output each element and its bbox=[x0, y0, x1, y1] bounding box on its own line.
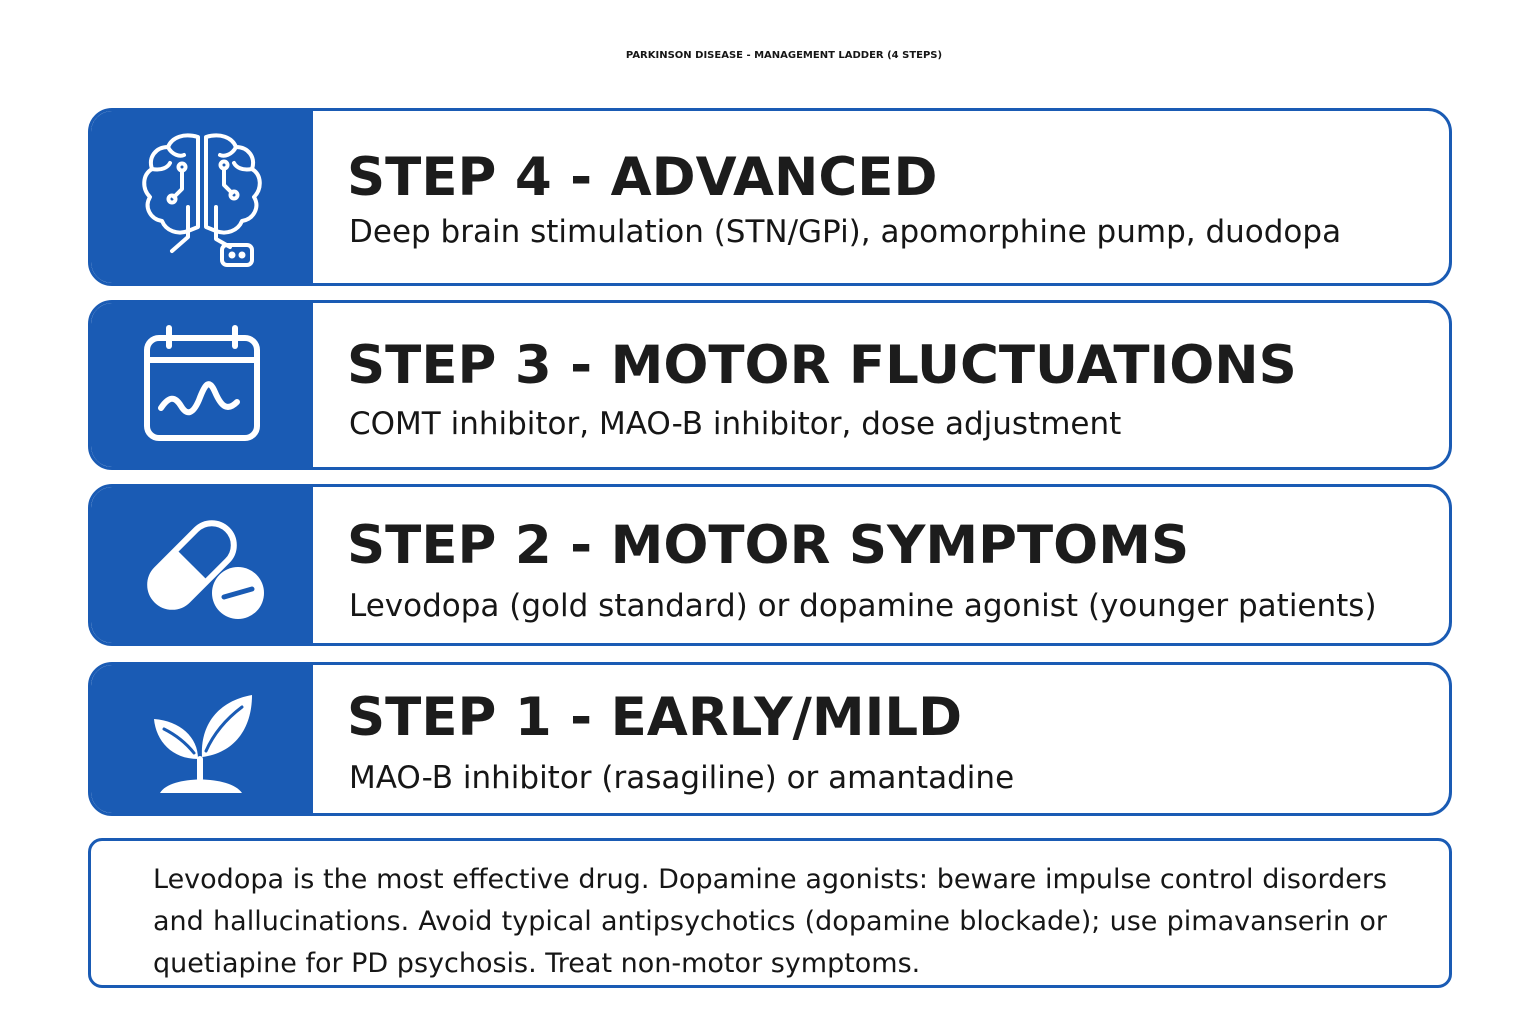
step-icon-panel bbox=[91, 487, 313, 643]
step-description: COMT inhibitor, MAO-B inhibitor, dose ad… bbox=[349, 406, 1122, 442]
step-icon-panel bbox=[91, 111, 313, 283]
note-text: Levodopa is the most effective drug. Dop… bbox=[153, 864, 1387, 979]
step-card-4: STEP 4 - ADVANCED Deep brain stimulation… bbox=[88, 108, 1452, 286]
note-box: Levodopa is the most effective drug. Dop… bbox=[88, 838, 1452, 988]
step-card-1: STEP 1 - EARLY/MILD MAO-B inhibitor (ras… bbox=[88, 662, 1452, 816]
step-title: STEP 1 - EARLY/MILD bbox=[347, 687, 963, 748]
step-card-2: STEP 2 - MOTOR SYMPTOMS Levodopa (gold s… bbox=[88, 484, 1452, 646]
step-title: STEP 3 - MOTOR FLUCTUATIONS bbox=[347, 335, 1297, 396]
step-title: STEP 2 - MOTOR SYMPTOMS bbox=[347, 515, 1190, 576]
step-description: Deep brain stimulation (STN/GPi), apomor… bbox=[349, 214, 1342, 250]
page-title: PARKINSON DISEASE - MANAGEMENT LADDER (4… bbox=[625, 50, 943, 61]
step-card-3: STEP 3 - MOTOR FLUCTUATIONS COMT inhibit… bbox=[88, 300, 1452, 470]
pill-tablet-icon bbox=[147, 520, 264, 619]
calendar-wave-icon bbox=[144, 325, 260, 441]
step-icon-panel bbox=[91, 303, 313, 467]
step-icon-panel bbox=[91, 665, 313, 813]
brain-stimulator-icon bbox=[142, 133, 262, 267]
step-title: STEP 4 - ADVANCED bbox=[347, 147, 938, 208]
seedling-icon bbox=[154, 695, 252, 793]
step-description: MAO-B inhibitor (rasagiline) or amantadi… bbox=[349, 760, 1015, 796]
step-description: Levodopa (gold standard) or dopamine ago… bbox=[349, 588, 1377, 624]
